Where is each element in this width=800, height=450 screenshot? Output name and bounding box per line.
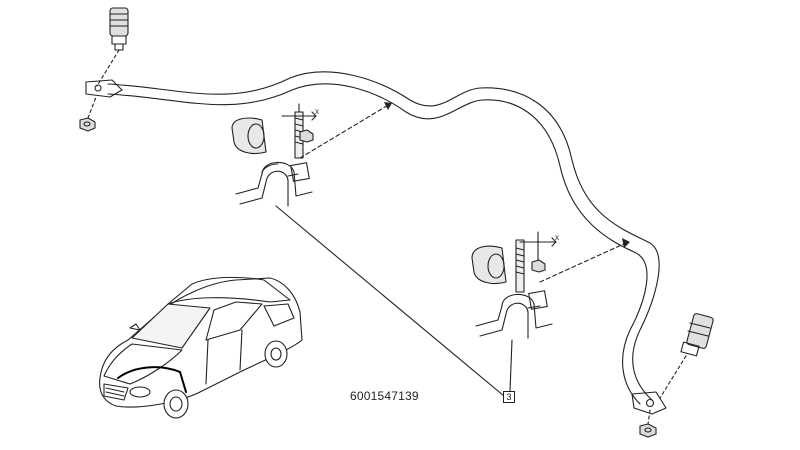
callout-leaders [275,205,513,397]
part-number-label: 6001547139 [350,389,419,403]
car-illustration [99,276,303,419]
left-bushing [231,117,267,155]
axis-marker-left: x [315,107,319,116]
left-nut [79,117,96,132]
anti-roll-bar [107,71,660,405]
right-bracket [475,290,553,339]
assembly-arrows [299,103,629,283]
left-bracket [235,161,313,207]
right-bolt [515,231,557,293]
left-bar-end-eye [85,79,123,98]
left-bolt [281,103,317,159]
right-bracket-nut [531,259,546,273]
callout-number-badge: 3 [503,391,515,403]
left-bracket-nut [299,129,314,143]
left-link-rod [109,7,129,51]
right-nut [639,423,657,438]
right-link-rod [680,313,714,357]
axis-marker-right: x [555,233,559,242]
right-bushing [471,245,507,285]
right-bar-end-eye [631,391,667,415]
